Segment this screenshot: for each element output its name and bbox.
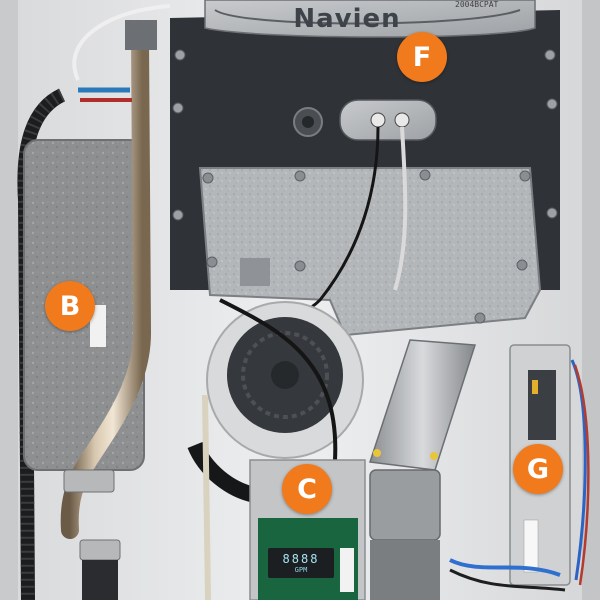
wire-bundle — [219, 298, 338, 461]
sight-port-center — [302, 116, 314, 128]
pcb-label — [523, 519, 539, 573]
water-fitting-upper — [63, 469, 115, 493]
top-bracket-groove — [214, 9, 521, 25]
cabinet-left-wall — [0, 0, 18, 600]
heat-exchanger-sticker — [90, 305, 106, 347]
electrode-left — [370, 112, 386, 128]
blower-bracket — [240, 258, 270, 286]
pcb-red-wire — [573, 364, 590, 586]
water-fitting-lower — [79, 539, 121, 561]
callout-badge-f: F — [397, 32, 447, 82]
callout-badge-b: B — [45, 281, 95, 331]
display-sticker — [340, 548, 354, 592]
bottom-blue-wires — [449, 558, 561, 577]
electrode-plate — [339, 99, 437, 141]
blower-motor-fins — [241, 331, 329, 419]
condensate-tube — [202, 394, 211, 600]
display-caption: GPM — [294, 566, 308, 574]
callout-badge-g: G — [513, 444, 563, 494]
air-intake-hose — [187, 441, 257, 503]
top-bracket — [204, 0, 536, 38]
pcb-fuse — [532, 380, 538, 394]
pipe-top-fitting — [125, 20, 157, 50]
electrode-right — [394, 112, 410, 128]
pipe-brass-screws — [373, 449, 438, 460]
burner-plate-screws — [202, 169, 531, 324]
flame-rod-wire — [393, 126, 408, 291]
white-sensor-wire — [72, 4, 171, 81]
burner-plate — [198, 167, 542, 337]
front-display: 8888 GPM — [268, 548, 334, 578]
panel-screws — [172, 49, 558, 221]
water-inlet-pipe — [82, 560, 118, 600]
hot-water-pipe — [60, 31, 152, 539]
navien-logo: Navien — [293, 4, 401, 34]
callout-badge-c: C — [282, 464, 332, 514]
display-digits: 8888 — [282, 552, 320, 566]
serial-label: 2004BCPAT — [455, 0, 499, 9]
gas-valve-base — [370, 540, 440, 600]
gas-valve-body — [369, 469, 441, 541]
blower-hub — [271, 361, 299, 389]
bottom-black-wires — [449, 568, 566, 592]
